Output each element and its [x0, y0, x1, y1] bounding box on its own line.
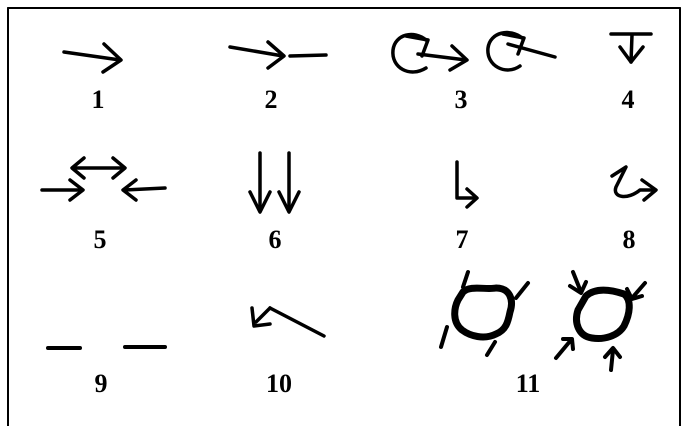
panel-label: 6	[269, 225, 282, 254]
diagonal-line-with-arrow-icon	[250, 306, 326, 338]
panel-label: 5	[94, 225, 107, 254]
panel-label: 1	[92, 85, 105, 114]
arrow-right-then-line-icon	[228, 40, 328, 70]
blob-with-rays-and-arrows-icon	[439, 270, 647, 372]
panel-label: 10	[266, 369, 292, 398]
panel-4: 4	[609, 32, 653, 114]
panel-9: 9	[46, 345, 167, 398]
curl-arrow-icon	[610, 165, 658, 202]
separated-dashes-icon	[46, 345, 167, 350]
panel-11: 11	[439, 270, 647, 398]
panel-8: 8	[610, 165, 658, 254]
panel-7: 7	[455, 160, 479, 254]
panel-label: 11	[516, 369, 541, 398]
figure-border	[7, 7, 681, 426]
panel-6: 6	[248, 151, 301, 254]
double-down-arrows-icon	[248, 151, 301, 214]
panel-2: 2	[228, 40, 328, 114]
panel-label: 4	[622, 85, 635, 114]
panel-3: 3	[391, 30, 557, 114]
panel-5: 5	[40, 156, 167, 254]
panel-label: 2	[265, 85, 278, 114]
converging-arrows-icon	[40, 156, 167, 202]
panel-10: 10	[250, 306, 326, 398]
panel-label: 7	[456, 225, 469, 254]
arrow-down-to-bar-icon	[609, 32, 653, 64]
panel-1: 1	[62, 42, 123, 114]
panel-label: 9	[95, 369, 108, 398]
arrow-right-icon	[62, 42, 123, 74]
down-then-right-arrow-icon	[455, 160, 479, 209]
panel-label: 3	[455, 85, 468, 114]
rotate-then-arrow-icon	[391, 30, 557, 74]
panel-label: 8	[623, 225, 636, 254]
